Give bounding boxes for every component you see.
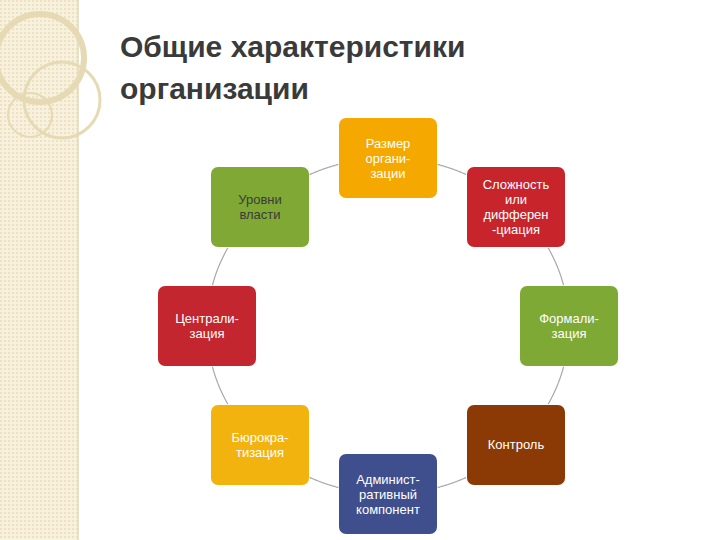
box-label: Админист- ративный компонент: [347, 472, 429, 517]
ring-arc: [548, 248, 564, 286]
characteristic-box: Централи- зация: [158, 286, 256, 366]
ring-arc: [437, 164, 466, 174]
slide-title: Общие характеристики организации: [120, 26, 570, 110]
box-label: Сложность или дифферен -циация: [475, 177, 557, 237]
circle-ornament: [0, 14, 100, 138]
ring-arc: [548, 366, 564, 404]
ring-arc: [212, 366, 228, 404]
ring-arc: [212, 248, 228, 286]
characteristic-box: Бюрокра- тизация: [211, 405, 309, 485]
characteristic-box: Размер органи- зации: [339, 118, 437, 198]
characteristic-box: Контроль: [467, 405, 565, 485]
side-band: [0, 0, 78, 540]
characteristic-box: Админист- ративный компонент: [339, 454, 437, 534]
box-label: Формали- зация: [528, 311, 610, 341]
box-label: Размер органи- зации: [347, 136, 429, 181]
characteristic-box: Уровни власти: [211, 167, 309, 247]
box-label: Уровни власти: [219, 192, 301, 222]
ring-arc: [309, 164, 339, 175]
characteristic-box: Сложность или дифферен -циация: [467, 167, 565, 247]
characteristic-box: Формали- зация: [520, 286, 618, 366]
box-label: Централи- зация: [166, 311, 248, 341]
box-label: Бюрокра- тизация: [219, 430, 301, 460]
ring-arc: [309, 477, 339, 488]
ring-arc: [437, 478, 466, 488]
box-label: Контроль: [475, 437, 557, 452]
